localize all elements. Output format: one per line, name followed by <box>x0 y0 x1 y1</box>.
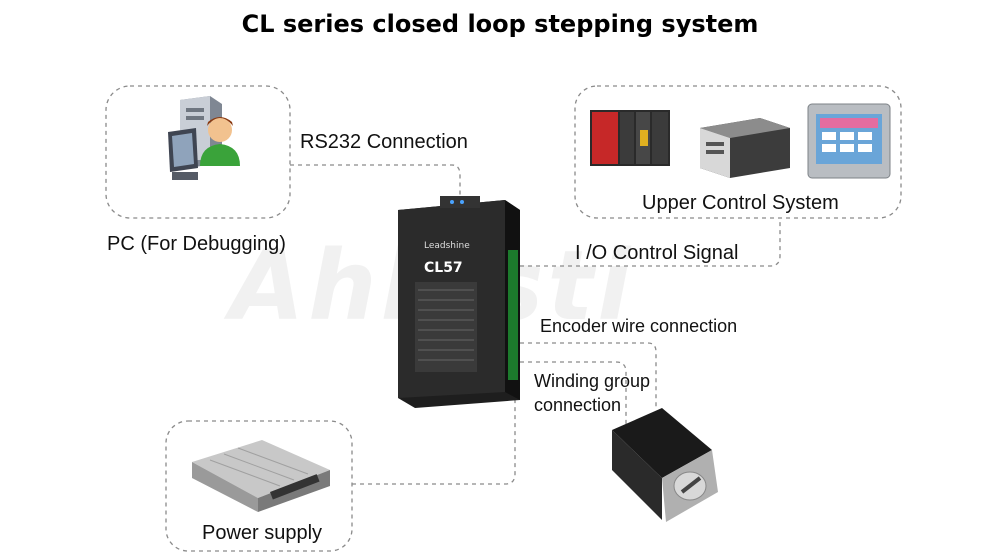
io-line <box>520 218 781 267</box>
rs232-label: RS232 Connection <box>300 131 468 153</box>
hmi-touchscreen-icon <box>807 103 891 179</box>
plc-icon <box>590 110 670 166</box>
industrial-pc-icon <box>700 118 790 178</box>
pc-user-icon <box>168 96 240 180</box>
power-line <box>352 392 516 485</box>
page-title: CL series closed loop stepping system <box>241 10 759 38</box>
power-frame <box>165 420 353 552</box>
power-supply-icon <box>192 440 330 512</box>
pc-label: PC (For Debugging) <box>107 233 286 255</box>
encoder-line <box>520 342 657 410</box>
stepper-driver-icon: Leadshine CL57 <box>398 196 520 408</box>
driver-model: CL57 <box>424 260 463 276</box>
winding-line <box>512 361 627 425</box>
io-label: I /O Control Signal <box>575 242 739 264</box>
rs232-line <box>290 164 461 205</box>
driver-brand: Leadshine <box>424 241 470 251</box>
upper-control-label: Upper Control System <box>642 192 839 214</box>
stepper-motor-icon <box>612 408 718 522</box>
winding-label-line1: Winding group <box>534 371 651 391</box>
encoder-label: Encoder wire connection <box>540 316 738 336</box>
winding-label-line2: connection <box>534 395 622 415</box>
pc-frame <box>105 85 291 219</box>
power-supply-label: Power supply <box>202 522 323 544</box>
upper-frame <box>574 85 902 219</box>
